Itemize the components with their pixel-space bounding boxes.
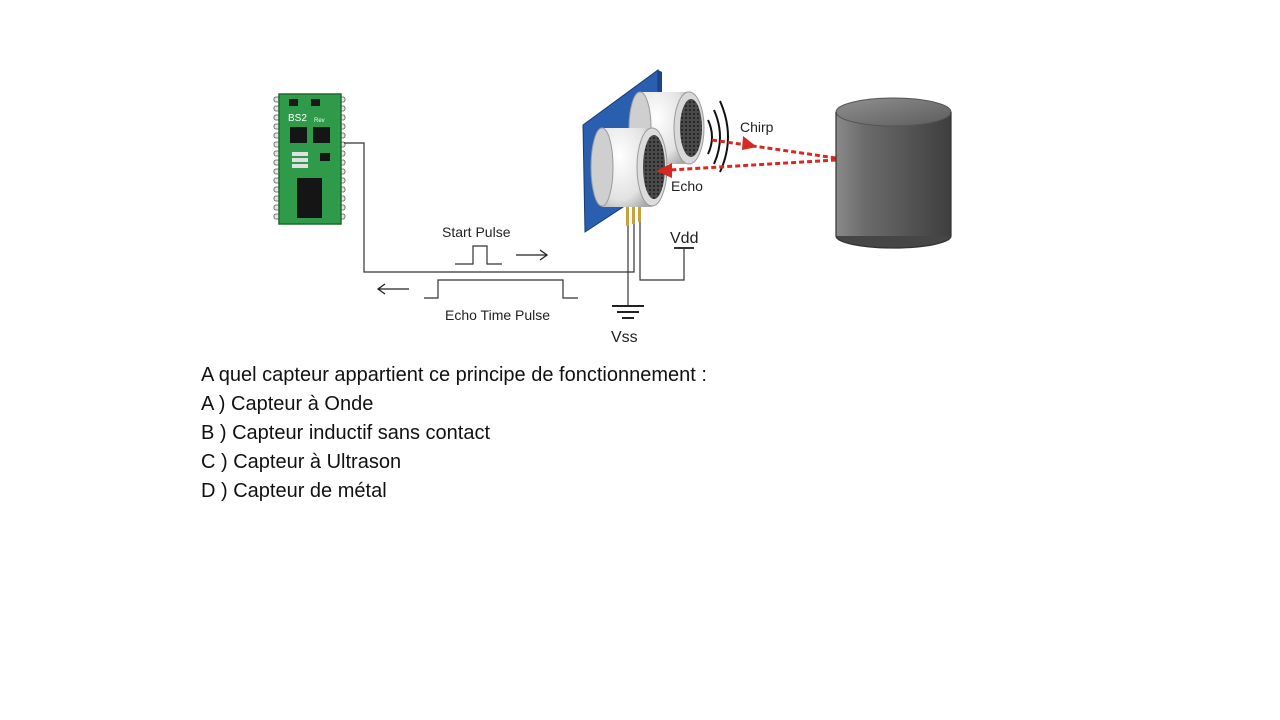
question-block: A quel capteur appartient ce principe de… [201,361,707,506]
start-pulse-label: Start Pulse [442,224,511,240]
option-d: D ) Capteur de métal [201,480,387,502]
chirp-arrow [711,136,837,160]
microcontroller-board: BS2 Rev [273,93,346,225]
ultrasonic-sensor-diagram: BS2 Rev Start Pulse Echo Time Pulse [273,69,952,346]
start-pulse-waveform [455,245,502,265]
board-rev-label: Rev [314,118,325,124]
target-object-cylinder [835,97,952,249]
echo-arrow [656,158,837,178]
ground-icon [612,305,644,319]
signal-wires [344,142,694,305]
question-prompt: A quel capteur appartient ce principe de… [201,364,707,386]
board-label: BS2 [288,113,307,124]
option-c: C ) Capteur à Ultrason [201,451,402,473]
echo-time-pulse-label: Echo Time Pulse [445,307,550,323]
vdd-label: Vdd [670,230,698,247]
echo-pulse-arrow [376,283,409,295]
chirp-label: Chirp [740,119,774,135]
option-a: A ) Capteur à Onde [201,393,374,415]
start-pulse-arrow [516,249,549,261]
echo-label: Echo [671,178,703,194]
sound-wave-icon [707,100,729,173]
vss-label: Vss [611,329,638,346]
echo-pulse-waveform [424,279,578,299]
ultrasonic-sensor [582,69,705,233]
option-b: B ) Capteur inductif sans contact [201,422,491,444]
